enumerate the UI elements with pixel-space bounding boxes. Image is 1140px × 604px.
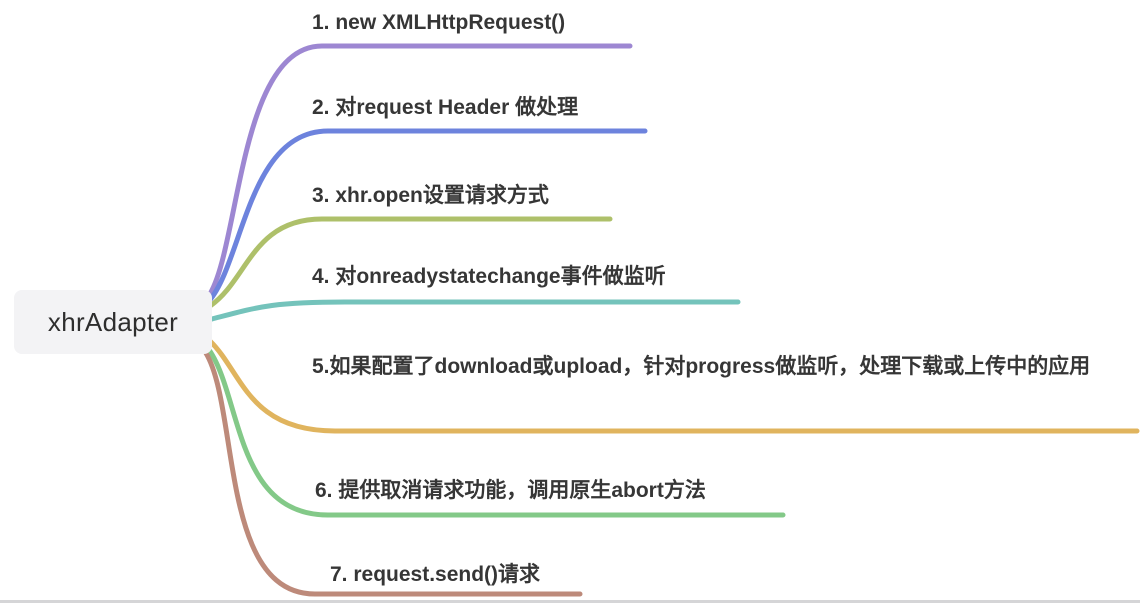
branch-4-label[interactable]: 4. 对onreadystatechange事件做监听 — [312, 265, 666, 288]
branch-5-connector — [207, 338, 1140, 434]
root-node-xhradapter[interactable]: xhrAdapter — [14, 290, 212, 354]
branch-1-label[interactable]: 1. new XMLHttpRequest() — [312, 11, 566, 34]
branch-3-connector — [207, 216, 613, 309]
branch-1-connector — [205, 43, 633, 300]
branch-7-connector — [201, 347, 583, 597]
branch-2-label[interactable]: 2. 对request Header 做处理 — [312, 96, 579, 119]
bottom-divider — [0, 600, 1140, 603]
branch-3-label[interactable]: 3. xhr.open设置请求方式 — [312, 184, 549, 207]
branch-5-label[interactable]: 5.如果配置了download或upload，针对progress做监听，处理下… — [312, 355, 1091, 378]
branch-6-label[interactable]: 6. 提供取消请求功能，调用原生abort方法 — [315, 479, 706, 502]
branch-7-label[interactable]: 7. request.send()请求 — [330, 563, 541, 586]
branch-4-connector — [209, 299, 741, 322]
branch-2-connector — [206, 128, 648, 304]
branch-6-connector — [204, 344, 786, 518]
